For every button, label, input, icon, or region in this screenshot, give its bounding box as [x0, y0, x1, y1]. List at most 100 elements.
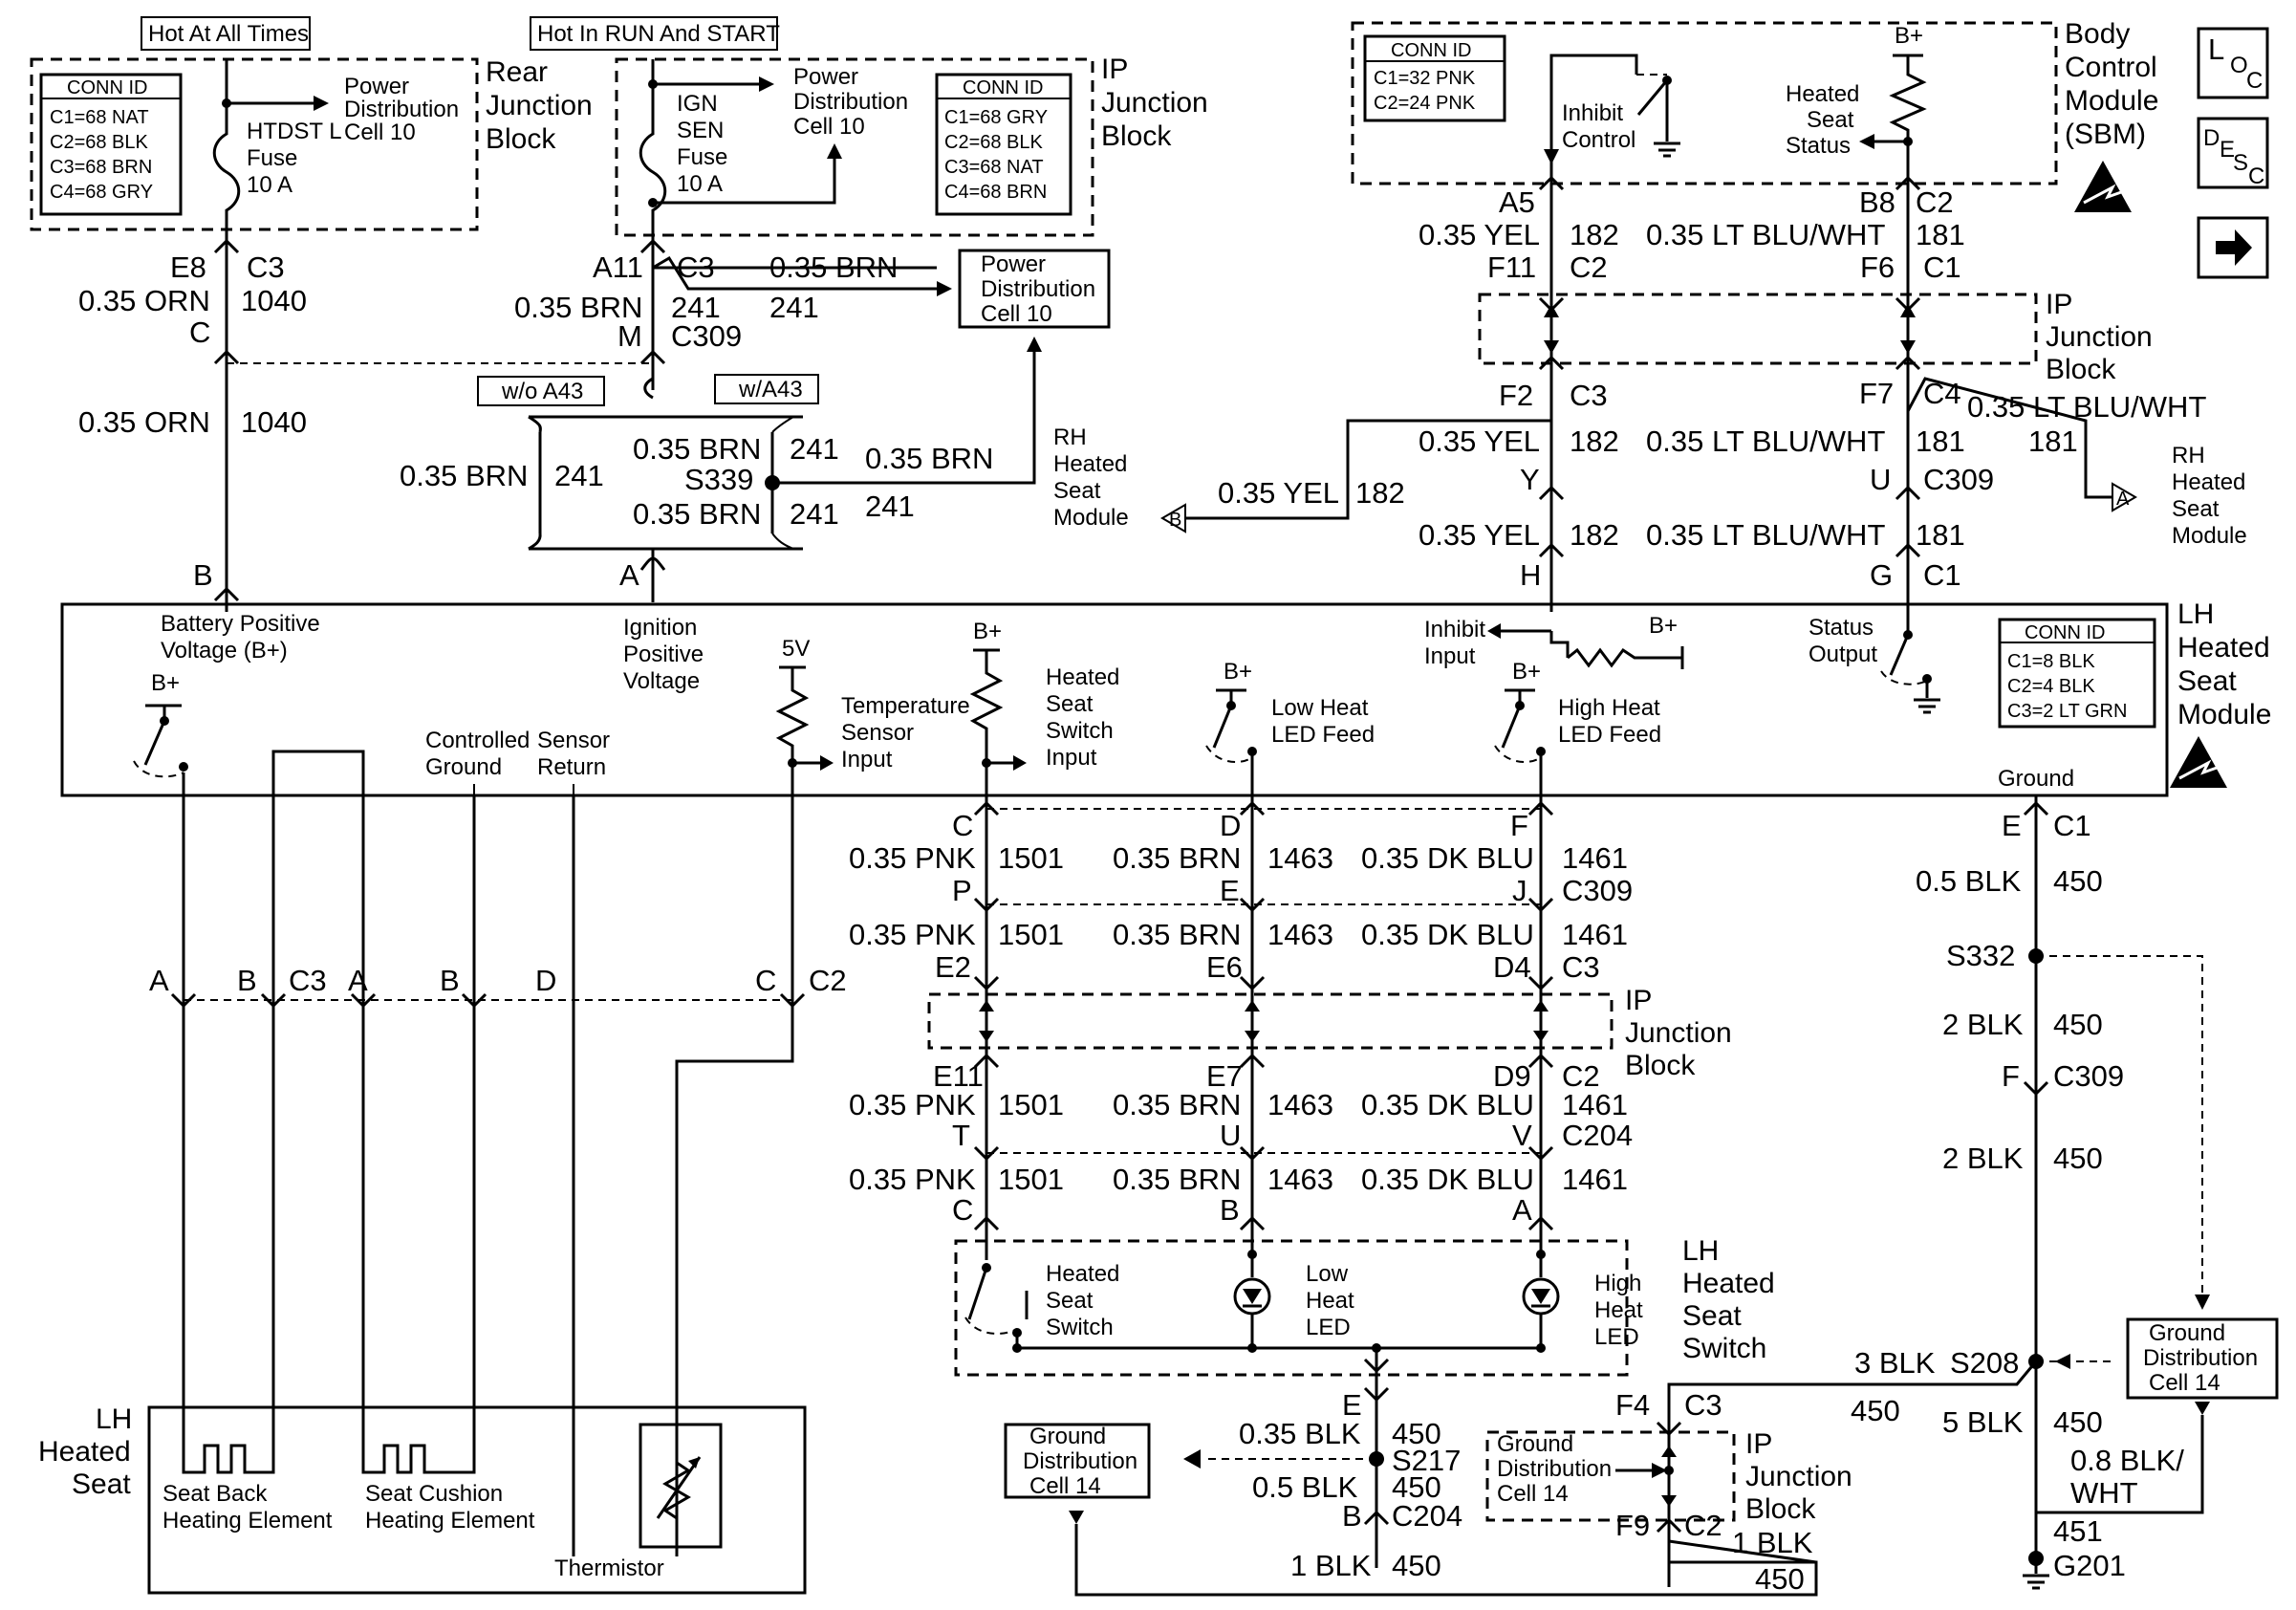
svg-text:Low: Low — [1306, 1261, 1349, 1287]
svg-text:5V: 5V — [782, 636, 810, 662]
svg-text:RH: RH — [1053, 424, 1087, 450]
svg-text:0.35 BRN: 0.35 BRN — [865, 442, 993, 475]
svg-text:Heated: Heated — [1046, 1261, 1119, 1287]
svg-text:181: 181 — [2028, 424, 2078, 458]
svg-text:0.35 YEL: 0.35 YEL — [1419, 518, 1540, 552]
svg-text:0.35 PNK: 0.35 PNK — [849, 918, 976, 951]
svg-text:E6: E6 — [1206, 950, 1243, 984]
svg-text:U: U — [1220, 1119, 1241, 1152]
svg-text:Cell 10: Cell 10 — [981, 301, 1052, 327]
svg-text:Control: Control — [1562, 127, 1635, 153]
svg-text:182: 182 — [1355, 476, 1405, 510]
svg-text:1461: 1461 — [1562, 918, 1628, 951]
svg-text:C1: C1 — [2053, 809, 2091, 842]
svg-text:F7: F7 — [1859, 377, 1894, 410]
wire-yel-182: B A5 0.35 YEL 182 F11 C2 F2 C3 0.35 YEL … — [1160, 175, 1619, 612]
loc-icon[interactable]: L O C — [2197, 27, 2269, 99]
svg-text:Positive: Positive — [623, 642, 704, 667]
svg-text:A: A — [149, 964, 169, 997]
svg-text:LED: LED — [1594, 1324, 1639, 1350]
svg-text:C: C — [952, 809, 973, 842]
svg-text:Control: Control — [2065, 52, 2157, 83]
svg-text:G: G — [1870, 558, 1893, 592]
svg-text:Seat: Seat — [1807, 107, 1854, 133]
svg-text:LH: LH — [96, 1403, 132, 1435]
svg-text:LH: LH — [1682, 1235, 1719, 1267]
arrow-right-icon[interactable] — [2197, 216, 2269, 279]
svg-text:450: 450 — [1755, 1562, 1805, 1596]
svg-text:C1: C1 — [1923, 250, 1961, 284]
lh-heated-seat-module: LH Heated Seat Module CONN ID C1=8 BLK C… — [60, 598, 2271, 797]
connector-row-1: C D F 0.35 PNK 1501 0.35 BRN 1463 0.35 D… — [849, 800, 1633, 913]
svg-text:Return: Return — [537, 754, 606, 780]
svg-text:Fuse: Fuse — [677, 144, 727, 170]
svg-text:182: 182 — [1570, 218, 1619, 251]
svg-text:1463: 1463 — [1267, 918, 1333, 951]
svg-text:E: E — [2002, 809, 2022, 842]
wire-ltblu-181: A B8 C2 0.35 LT BLU/WHT 181 F6 C1 F7 C4 … — [1646, 175, 2247, 612]
svg-text:Seat: Seat — [1046, 691, 1094, 717]
svg-text:B8: B8 — [1859, 185, 1895, 219]
svg-text:Status: Status — [1786, 133, 1851, 159]
svg-text:Controlled: Controlled — [425, 728, 530, 753]
svg-text:0.35 BRN: 0.35 BRN — [1113, 918, 1241, 951]
svg-text:E11: E11 — [933, 1059, 984, 1093]
svg-text:SEN: SEN — [677, 118, 724, 143]
svg-text:C: C — [189, 315, 210, 349]
svg-text:0.35 PNK: 0.35 PNK — [849, 841, 976, 875]
svg-text:450: 450 — [1392, 1417, 1441, 1450]
svg-text:241: 241 — [865, 490, 915, 523]
svg-text:2 BLK: 2 BLK — [1942, 1008, 2024, 1041]
svg-text:Block: Block — [1101, 120, 1172, 152]
svg-text:B+: B+ — [1895, 23, 1923, 49]
svg-text:Junction: Junction — [2046, 321, 2153, 353]
ip-junction-block-ground: IP Junction Block Ground Distribution Ce… — [1485, 1388, 1852, 1596]
svg-text:Junction: Junction — [486, 90, 593, 121]
svg-text:0.35 PNK: 0.35 PNK — [849, 1163, 976, 1196]
svg-text:C1=68 NAT: C1=68 NAT — [50, 107, 149, 128]
svg-text:J: J — [1512, 874, 1527, 907]
svg-text:C2=68 BLK: C2=68 BLK — [944, 132, 1044, 153]
svg-text:0.35 BRN: 0.35 BRN — [1113, 841, 1241, 875]
svg-text:E2: E2 — [935, 950, 971, 984]
svg-text:Ignition: Ignition — [623, 615, 697, 641]
svg-text:241: 241 — [554, 459, 604, 492]
svg-text:High Heat: High Heat — [1558, 695, 1660, 721]
svg-text:B: B — [440, 964, 460, 997]
svg-text:0.35 LT BLU/WHT: 0.35 LT BLU/WHT — [1967, 390, 2206, 424]
wire-brn-241: A11 C3 0.35 BRN 0.35 BRN 241 241 M C309 … — [400, 238, 1129, 602]
svg-text:450: 450 — [2053, 864, 2103, 898]
svg-text:C309: C309 — [2053, 1059, 2124, 1093]
svg-text:Cell 14: Cell 14 — [1497, 1481, 1569, 1507]
svg-text:Seat: Seat — [2172, 496, 2220, 522]
svg-text:Input: Input — [841, 747, 893, 772]
svg-text:C3: C3 — [1684, 1388, 1722, 1422]
svg-text:Cell 10: Cell 10 — [344, 120, 416, 145]
svg-text:Temperature: Temperature — [841, 693, 970, 719]
svg-text:10 A: 10 A — [247, 172, 292, 198]
svg-text:Ground: Ground — [1029, 1424, 1106, 1449]
svg-text:182: 182 — [1570, 424, 1619, 458]
svg-text:Block: Block — [486, 123, 556, 155]
svg-text:Distribution: Distribution — [981, 276, 1095, 302]
svg-text:C2: C2 — [809, 964, 847, 997]
desc-icon[interactable]: D E S C — [2197, 117, 2269, 189]
svg-text:Switch: Switch — [1682, 1333, 1766, 1364]
svg-text:0.35 ORN: 0.35 ORN — [78, 405, 210, 439]
ground-s208: E C1 0.5 BLK 450 S332 2 BLK 450 F C309 2… — [1667, 795, 2279, 1590]
svg-text:0.35 YEL: 0.35 YEL — [1419, 218, 1540, 251]
svg-text:1461: 1461 — [1562, 1163, 1628, 1196]
svg-text:Inhibit: Inhibit — [1562, 100, 1623, 126]
seat-harness: A B C3 A B D C C2 — [149, 795, 847, 1556]
svg-text:0.35 BRN: 0.35 BRN — [514, 291, 642, 324]
svg-text:E8: E8 — [170, 250, 206, 284]
svg-text:0.35 BRN: 0.35 BRN — [400, 459, 528, 492]
svg-text:1501: 1501 — [998, 918, 1064, 951]
svg-text:0.35 LT BLU/WHT: 0.35 LT BLU/WHT — [1646, 424, 1885, 458]
svg-text:Y: Y — [1520, 463, 1540, 496]
svg-text:CONN ID: CONN ID — [2025, 622, 2105, 643]
svg-text:S208: S208 — [1950, 1346, 2019, 1380]
svg-text:LH: LH — [2177, 598, 2214, 630]
svg-text:241: 241 — [790, 497, 839, 531]
svg-text:C3=68 BRN: C3=68 BRN — [50, 157, 152, 178]
